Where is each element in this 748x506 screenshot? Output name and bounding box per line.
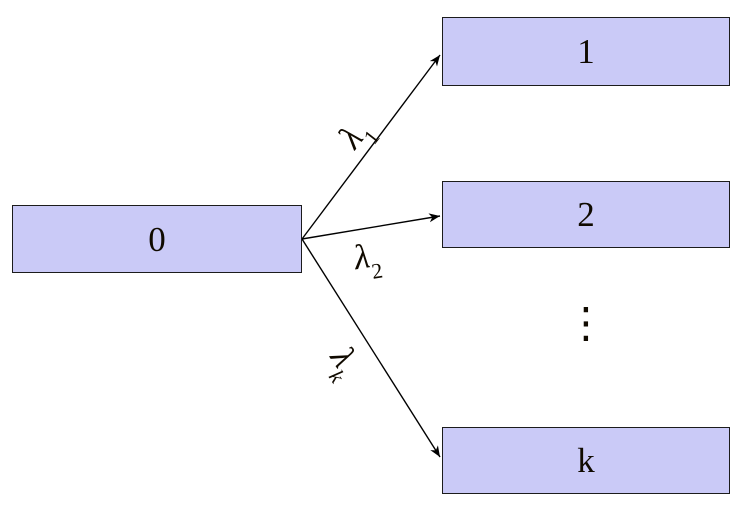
vertical-ellipsis: ⋮ <box>565 298 607 347</box>
state-node-1-label: 1 <box>577 32 595 71</box>
arrow-0-to-2 <box>301 213 441 240</box>
edge-label-lambda-2: λ2 <box>351 236 384 283</box>
state-node-k-label: k <box>577 441 595 480</box>
arrow-0-to-1 <box>301 54 441 240</box>
state-node-2-label: 2 <box>577 195 595 234</box>
edge-label-lambda-1: λ1 <box>331 112 385 155</box>
state-node-2: 2 <box>442 181 730 248</box>
state-node-0-label: 0 <box>148 219 166 259</box>
edge-label-lambda-k: λk <box>323 340 368 387</box>
state-node-0: 0 <box>12 205 302 273</box>
lambda-symbol: λ <box>351 236 373 278</box>
state-node-1: 1 <box>442 17 730 86</box>
lambda-subscript: 2 <box>369 258 385 284</box>
state-node-k: k <box>442 427 730 494</box>
